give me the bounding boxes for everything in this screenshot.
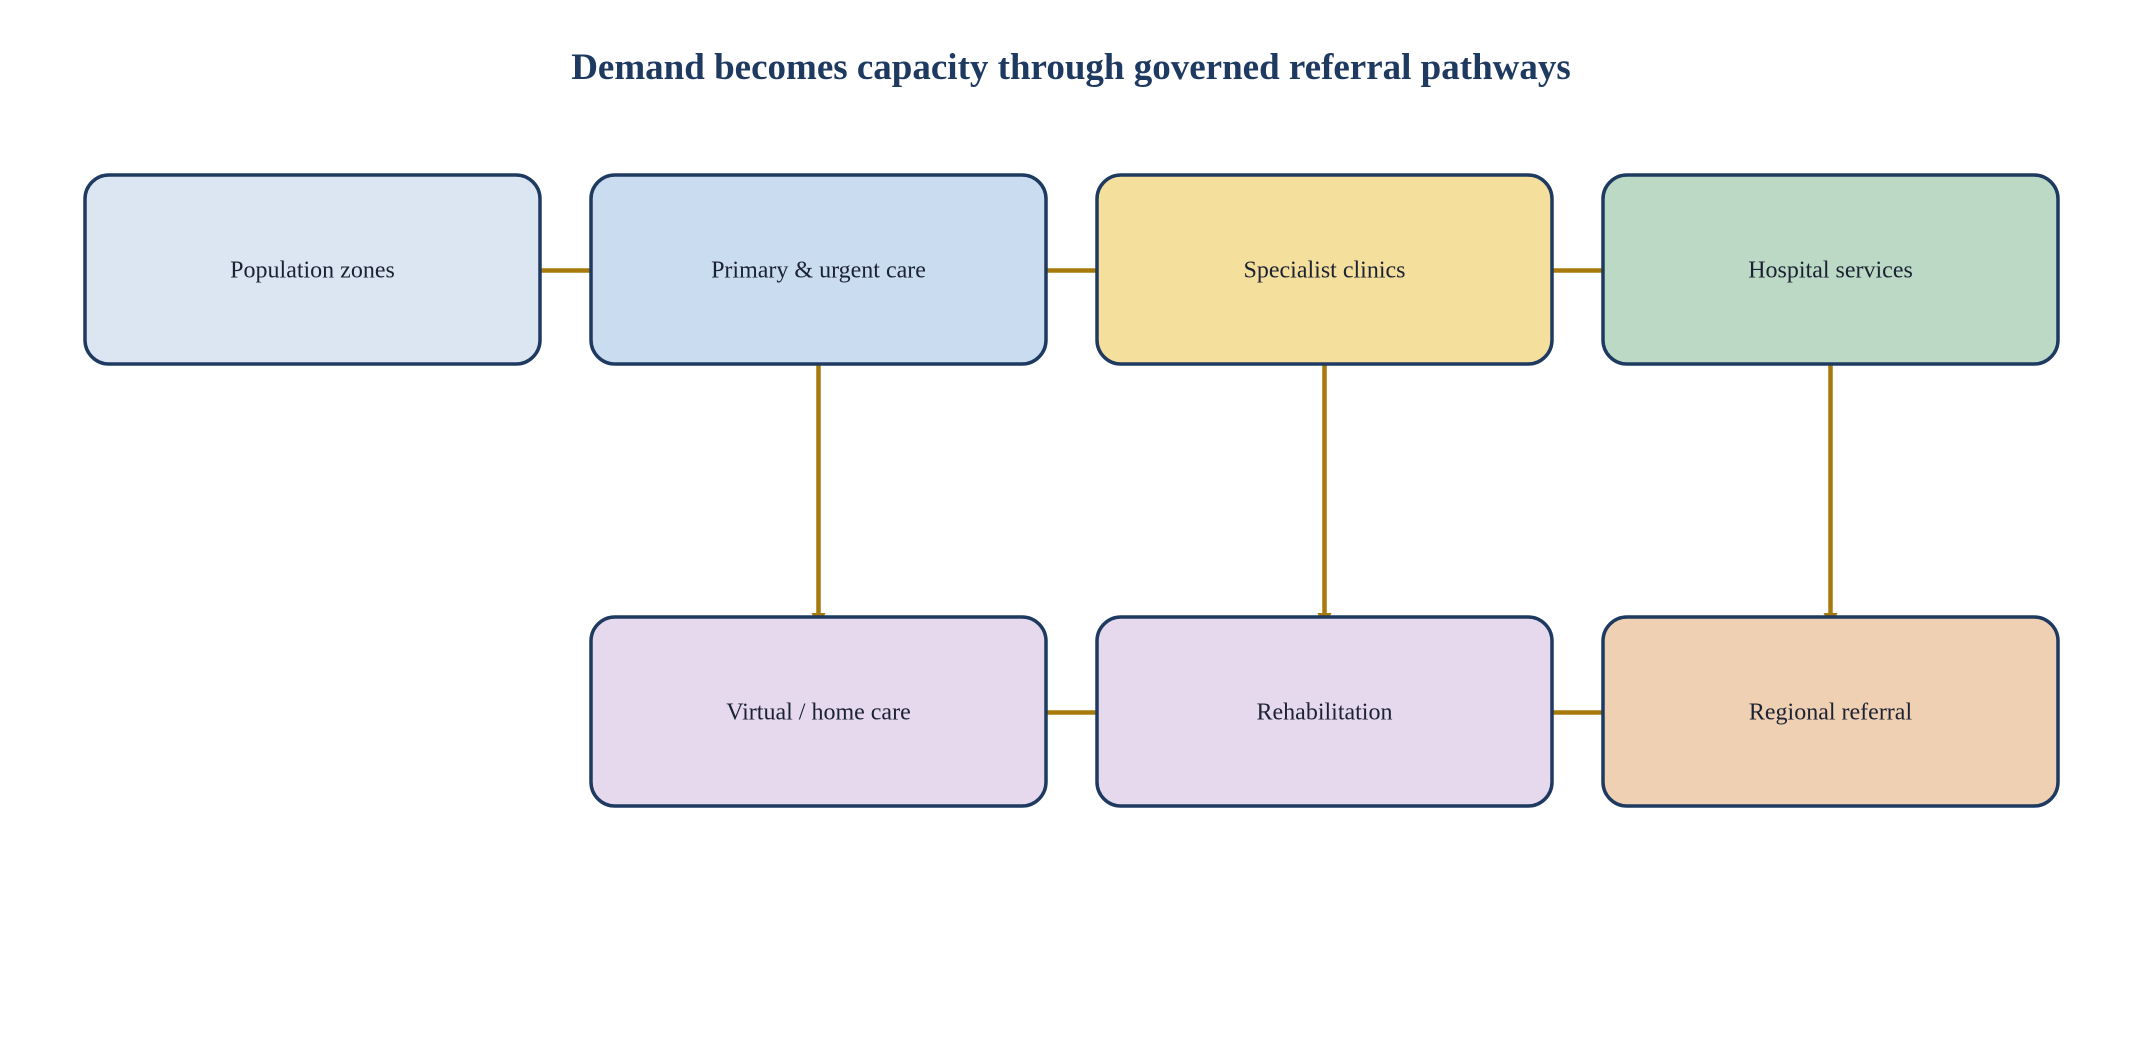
node-box-rehab (1095, 615, 1554, 808)
node-label-primary: Primary & urgent care (711, 258, 926, 284)
node-label-rehab: Rehabilitation (1257, 700, 1393, 726)
node-label-specialist: Specialist clinics (1244, 258, 1406, 284)
diagram-title: Demand becomes capacity through governed… (571, 47, 1571, 88)
node-box-population (83, 173, 542, 366)
node-virtual: Virtual / home care (589, 615, 1048, 808)
node-primary: Primary & urgent care (589, 173, 1048, 366)
node-hospital: Hospital services (1601, 173, 2060, 366)
edge-specialist-to-rehab (1317, 350, 1332, 628)
node-label-hospital: Hospital services (1748, 258, 1913, 284)
edge-primary-to-virtual (811, 350, 826, 628)
nodes-layer: Population zones Primary & urgent care Spe… (83, 173, 2060, 808)
node-label-regional: Regional referral (1749, 700, 1913, 726)
node-label-population: Population zones (230, 258, 395, 284)
node-box-regional (1601, 615, 2060, 808)
edge-hospital-to-regional (1823, 350, 1838, 628)
node-box-primary (589, 173, 1048, 366)
node-box-virtual (589, 615, 1048, 808)
node-population: Population zones (83, 173, 542, 366)
node-box-specialist (1095, 173, 1554, 366)
node-regional: Regional referral (1601, 615, 2060, 808)
node-specialist: Specialist clinics (1095, 173, 1554, 366)
node-rehab: Rehabilitation (1095, 615, 1554, 808)
node-box-hospital (1601, 173, 2060, 366)
node-label-virtual: Virtual / home care (726, 700, 910, 726)
